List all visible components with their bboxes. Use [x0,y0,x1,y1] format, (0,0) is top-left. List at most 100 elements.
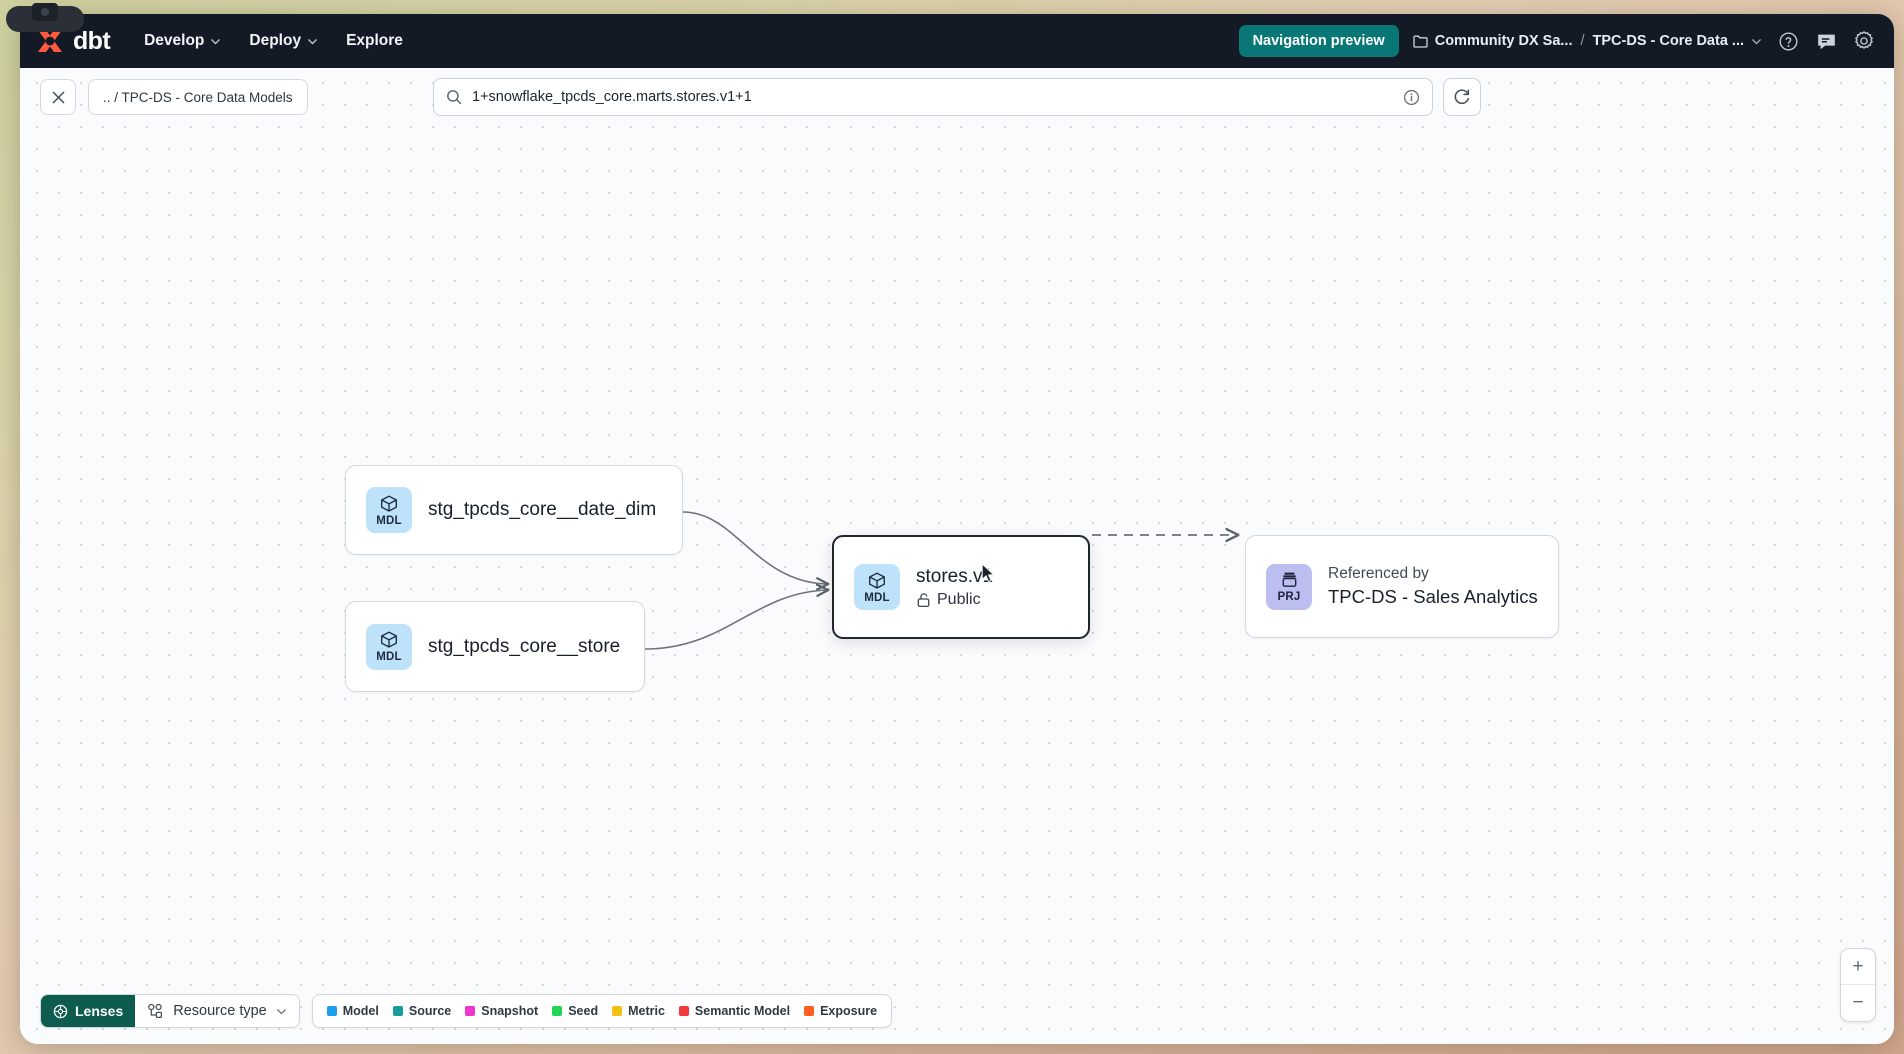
node-title: stg_tpcds_core__date_dim [428,499,657,520]
brand-logo[interactable]: dbt [34,26,111,56]
camera-icon [32,3,58,21]
legend-label: Metric [628,1004,665,1018]
cube-icon [381,631,397,648]
resource-type-dropdown[interactable]: Resource type [135,995,299,1027]
search-input[interactable]: 1+snowflake_tpcds_core.marts.stores.v1+1 [472,89,752,105]
node-badge-label: PRJ [1277,591,1301,603]
edge-store-to-stores [644,590,828,650]
node-badge-mdl: MDL [854,564,900,610]
folder-icon [1413,35,1428,48]
nav-item-develop-label: Develop [144,32,205,49]
lineage-node-stg-store[interactable]: MDL stg_tpcds_core__store [345,601,645,692]
legend-item-model: Model [326,1004,379,1018]
resource-type-icon [148,1003,163,1019]
legend-swatch [326,1006,337,1016]
dbt-logo-x-icon [38,30,62,52]
nav-item-deploy-label: Deploy [249,32,302,49]
legend-swatch [804,1006,815,1016]
node-badge-mdl: MDL [366,487,412,533]
node-title: TPC-DS - Sales Analytics [1328,586,1538,607]
zoom-controls: + − [1840,948,1876,1022]
node-badge-label: MDL [864,591,890,604]
legend-item-exposure: Exposure [804,1004,877,1018]
close-x-icon [52,91,64,103]
node-title: stg_tpcds_core__store [428,635,621,657]
node-access-label: Public [937,590,981,608]
node-kicker: Referenced by [1328,565,1429,582]
nav-item-explore-label: Explore [346,32,403,49]
cube-icon [381,495,397,512]
legend-label: Exposure [820,1004,878,1018]
node-badge-label: MDL [376,514,402,527]
lineage-edges [644,511,1894,650]
lenses-button[interactable]: Lenses [41,995,136,1027]
app-window: dbt Develop Deploy Explore Navigation pr… [20,14,1894,1044]
legend-item-source: Source [392,1004,452,1018]
node-title: stores.v1 [916,565,994,587]
help-circle-icon[interactable] [1776,29,1800,53]
refresh-icon [1454,89,1470,105]
top-nav-right-group: Navigation preview Community DX Sa... / … [1238,25,1876,57]
node-access: Public [916,591,993,609]
lineage-node-stg-date-dim[interactable]: MDL stg_tpcds_core__date_dim [345,465,683,555]
legend-item-metric: Metric [612,1004,665,1018]
node-text-block: stores.v1 Public [916,566,993,609]
breadcrumb-separator: / [1580,33,1585,49]
chevron-down-icon [211,38,221,45]
breadcrumb-project-label: TPC-DS - Core Data ... [1592,33,1744,49]
legend-swatch [678,1006,689,1016]
legend-swatch [392,1006,403,1016]
legend-label: Model [342,1004,379,1018]
feedback-chat-icon[interactable] [1814,29,1838,53]
close-lineage-button[interactable] [40,79,76,115]
refresh-lineage-button[interactable] [1443,78,1481,116]
cube-icon [869,572,885,589]
lineage-search-group: 1+snowflake_tpcds_core.marts.stores.v1+1 [433,78,1481,116]
brand-name: dbt [73,26,111,55]
node-badge-prj: PRJ [1266,563,1312,610]
breadcrumb-project[interactable]: TPC-DS - Core Data ... [1593,33,1762,49]
search-icon [447,90,462,105]
zoom-out-button[interactable]: − [1852,992,1864,1013]
nav-item-explore[interactable]: Explore [346,32,403,50]
lineage-canvas[interactable]: MDL stg_tpcds_core__date_dim MDL stg_tpc… [20,68,1894,1044]
legend-swatch [552,1006,563,1016]
resource-type-label: Resource type [173,1003,267,1019]
breadcrumb-account[interactable]: Community DX Sa... [1413,33,1573,49]
node-badge-label: MDL [376,651,402,663]
nav-item-develop[interactable]: Develop [144,32,221,50]
legend-label: Source [408,1004,452,1018]
node-badge-mdl: MDL [366,623,412,670]
legend-item-seed: Seed [552,1004,598,1018]
info-circle-icon[interactable] [1403,89,1420,106]
settings-gear-icon[interactable] [1852,29,1876,53]
zoom-in-button[interactable]: + [1841,949,1875,985]
legend-swatch [612,1006,623,1016]
legend-swatch [465,1006,476,1016]
lenses-button-label: Lenses [75,1003,124,1019]
navigation-preview-button[interactable]: Navigation preview [1238,25,1399,57]
lineage-bottom-toolbar: Lenses Resource type Model [40,994,893,1028]
chevron-down-icon [1752,38,1761,44]
unlock-icon [917,592,930,607]
nav-item-deploy[interactable]: Deploy [249,32,318,50]
lineage-toolbar: .. / TPC-DS - Core Data Models 1+snowfla… [20,68,1894,126]
breadcrumb: Community DX Sa... / TPC-DS - Core Data … [1413,33,1762,49]
legend-item-snapshot: Snapshot [465,1004,538,1018]
main-nav-links: Develop Deploy Explore [144,32,403,50]
node-text-block: Referenced by TPC-DS - Sales Analytics [1328,565,1538,608]
chevron-down-icon [276,1008,286,1014]
lineage-node-referenced-by-project[interactable]: PRJ Referenced by TPC-DS - Sales Analyti… [1245,535,1559,638]
lens-icon [53,1004,68,1018]
lineage-node-stores-v1[interactable]: MDL stores.v1 Public [832,535,1090,639]
lineage-search-box[interactable]: 1+snowflake_tpcds_core.marts.stores.v1+1 [433,78,1433,116]
lens-controls-group: Lenses Resource type [40,994,300,1028]
breadcrumb-path-pill[interactable]: .. / TPC-DS - Core Data Models [88,79,308,115]
project-stack-icon [1282,572,1296,587]
legend-label: Snapshot [481,1004,539,1018]
legend-item-semantic-model: Semantic Model [678,1004,791,1018]
chevron-down-icon [308,38,317,45]
edge-date-dim-to-stores [682,511,828,584]
top-navigation-bar: dbt Develop Deploy Explore Navigation pr… [20,14,1894,68]
legend-label: Semantic Model [694,1004,791,1018]
